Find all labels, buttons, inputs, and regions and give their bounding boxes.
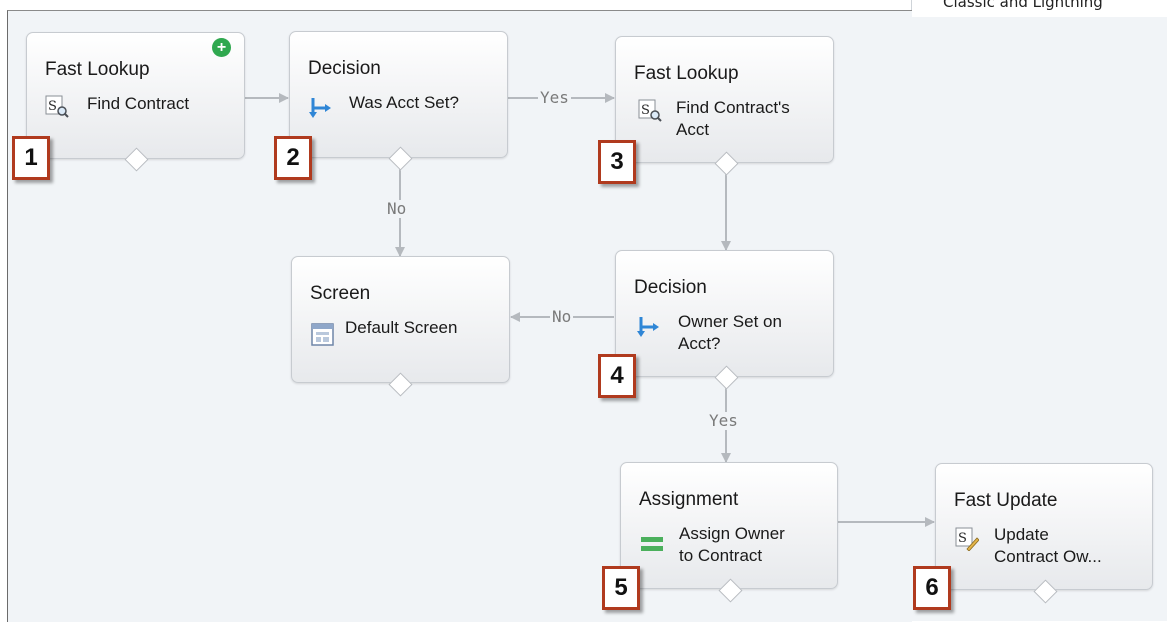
- fast-lookup-icon: S: [45, 95, 69, 118]
- element-label-line: Assign Owner: [679, 524, 785, 543]
- svg-text:S: S: [641, 103, 650, 118]
- flow-element-decision[interactable]: Decision Owner Set on Acct?: [615, 250, 834, 377]
- element-label: Default Screen: [345, 318, 458, 337]
- decision-icon: [309, 98, 331, 118]
- flow-element-fast-update[interactable]: Fast Update S Update Contract Ow...: [935, 463, 1153, 590]
- element-label-line: Contract Ow...: [994, 547, 1102, 566]
- callout-badge: 3: [598, 140, 636, 184]
- callout-badge: 6: [913, 566, 951, 610]
- element-type-label: Decision: [634, 277, 707, 298]
- element-type-label: Fast Update: [954, 490, 1058, 511]
- element-label-line: Update: [994, 525, 1049, 544]
- callout-badge: 4: [598, 354, 636, 398]
- flow-element-screen[interactable]: Screen Default Screen: [291, 256, 510, 383]
- add-element-icon[interactable]: +: [212, 38, 231, 57]
- element-type-label: Screen: [310, 283, 371, 304]
- element-type-label: Fast Lookup: [45, 59, 150, 80]
- element-label-line: Acct: [676, 120, 710, 139]
- element-label: Find Contract's Acct: [676, 97, 790, 141]
- panel-divider: [911, 0, 912, 17]
- element-label-line: to Contract: [679, 546, 763, 565]
- assignment-icon: [641, 537, 663, 551]
- decision-icon: [637, 317, 659, 337]
- element-type-label: Assignment: [639, 489, 739, 510]
- flow-element-fast-lookup[interactable]: Fast Lookup S Find Contract's Acct: [615, 36, 834, 163]
- callout-badge: 5: [602, 566, 640, 610]
- svg-text:S: S: [958, 531, 967, 546]
- flow-element-fast-lookup[interactable]: Fast Lookup S Find Contract +: [26, 32, 245, 159]
- connector-label-yes: Yes: [707, 411, 740, 430]
- flow-element-assignment[interactable]: Assignment Assign Owner to Contract: [620, 462, 838, 589]
- fast-lookup-icon: S: [638, 99, 662, 122]
- element-label: Find Contract: [87, 94, 190, 113]
- element-label-line: Owner Set on: [678, 312, 782, 331]
- element-type-label: Decision: [308, 58, 381, 79]
- element-label: Update Contract Ow...: [994, 524, 1102, 568]
- connector-label-yes: Yes: [538, 88, 571, 107]
- element-label: Owner Set on Acct?: [678, 311, 782, 355]
- element-label-line: Acct?: [678, 334, 721, 353]
- screen-icon: [311, 323, 334, 346]
- fast-update-icon: S: [955, 527, 979, 551]
- page-header-text: Classic and Lightning: [943, 0, 1103, 11]
- svg-text:S: S: [48, 99, 57, 114]
- element-label: Was Acct Set?: [349, 93, 459, 112]
- flow-element-decision[interactable]: Decision Was Acct Set?: [289, 31, 508, 158]
- element-type-label: Fast Lookup: [634, 63, 739, 84]
- element-label: Assign Owner to Contract: [679, 523, 785, 567]
- callout-badge: 2: [274, 136, 312, 180]
- connector-label-no: No: [550, 307, 574, 326]
- callout-badge: 1: [12, 136, 50, 180]
- element-label-line: Find Contract's: [676, 98, 790, 117]
- connector-label-no: No: [385, 199, 409, 218]
